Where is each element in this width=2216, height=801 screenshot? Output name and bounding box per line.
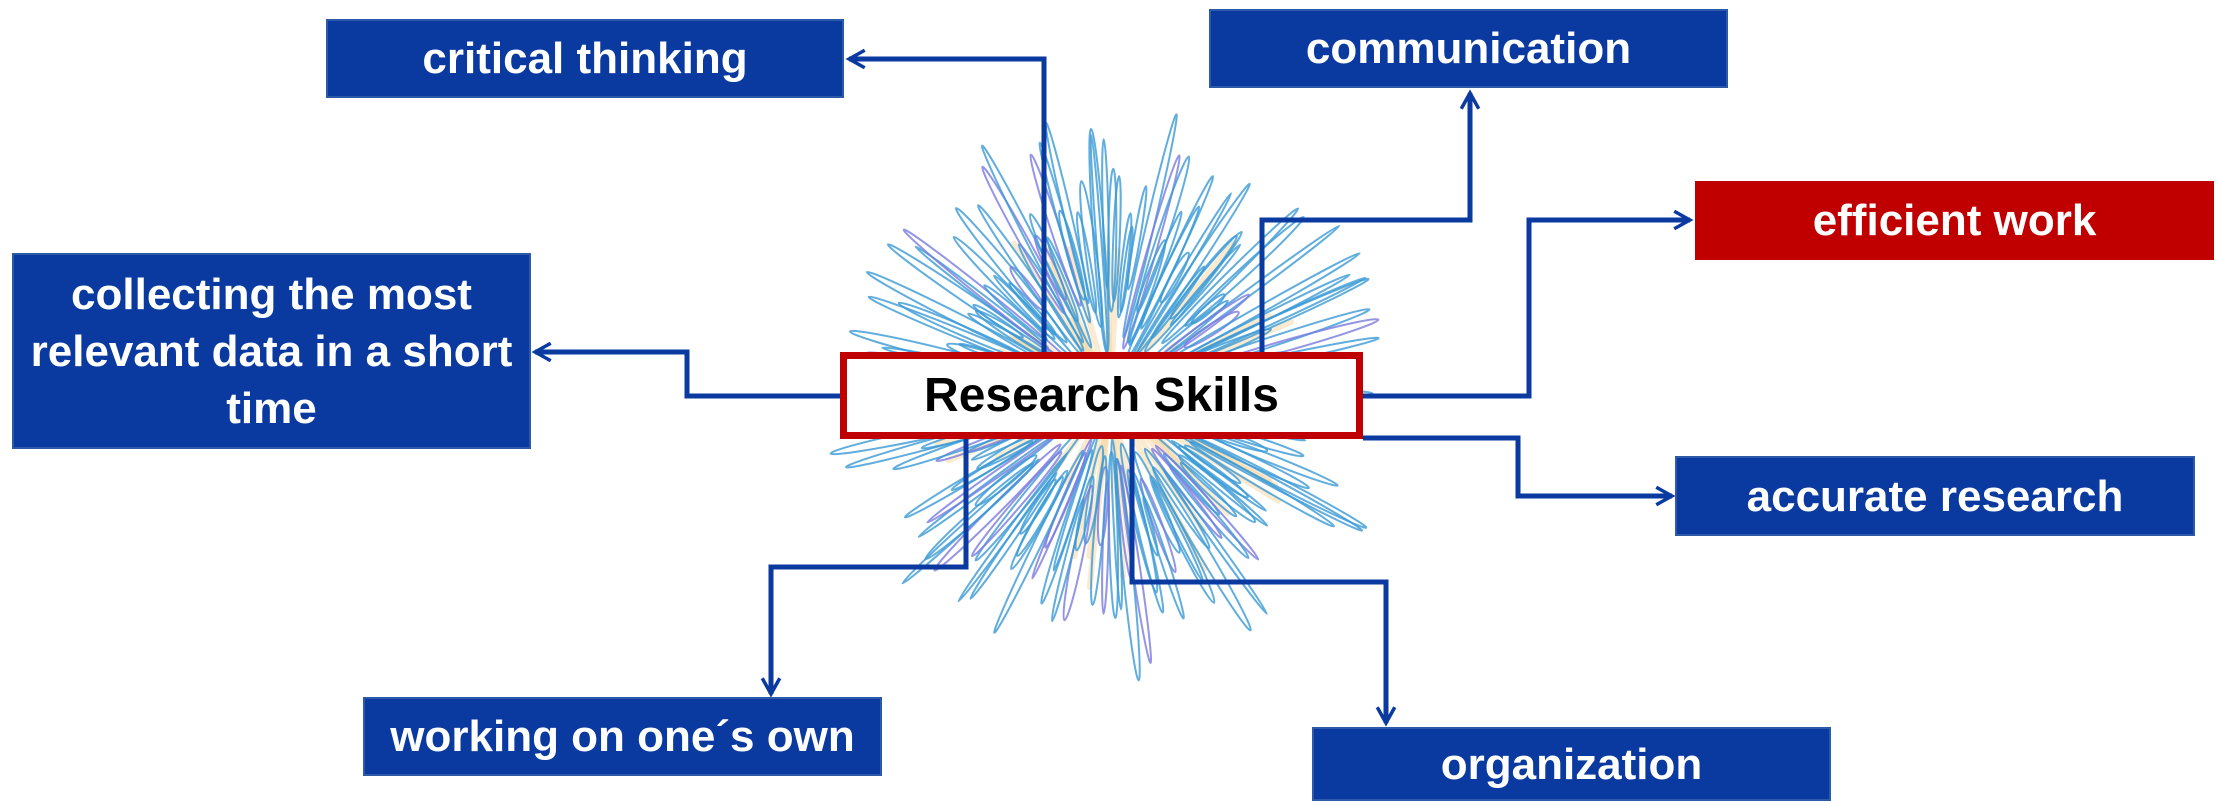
skill-label: critical thinking [422, 34, 748, 83]
skill-label: working on one´s own [390, 712, 855, 761]
skill-box-working-alone: working on one´s own [363, 697, 882, 776]
center-topic-box: Research Skills [840, 352, 1363, 439]
connector-communication [1259, 93, 1470, 352]
skill-box-accurate-research: accurate research [1675, 456, 2195, 536]
skill-box-communication: communication [1209, 9, 1728, 88]
connector-critical-thinking [849, 59, 1047, 352]
skill-box-critical-thinking: critical thinking [326, 19, 844, 98]
skill-label: communication [1305, 24, 1632, 73]
connector-working-alone [771, 439, 969, 694]
connector-accurate-research [1363, 435, 1672, 496]
skill-label: collecting the most relevant data in a s… [30, 269, 513, 433]
connector-arrows [535, 59, 1690, 723]
skill-label: organization [1440, 739, 1703, 789]
skill-box-organization: organization [1312, 727, 1831, 801]
skill-box-efficient-work: efficient work [1695, 181, 2214, 260]
skill-label: efficient work [1812, 196, 2097, 245]
connector-efficient-work [1363, 220, 1690, 399]
connector-collecting-data [535, 352, 840, 399]
skill-label: accurate research [1746, 471, 2124, 521]
center-topic-label: Research Skills [924, 369, 1279, 422]
skill-box-collecting-data: collecting the most relevant data in a s… [12, 253, 531, 449]
connector-organization [1129, 439, 1386, 723]
